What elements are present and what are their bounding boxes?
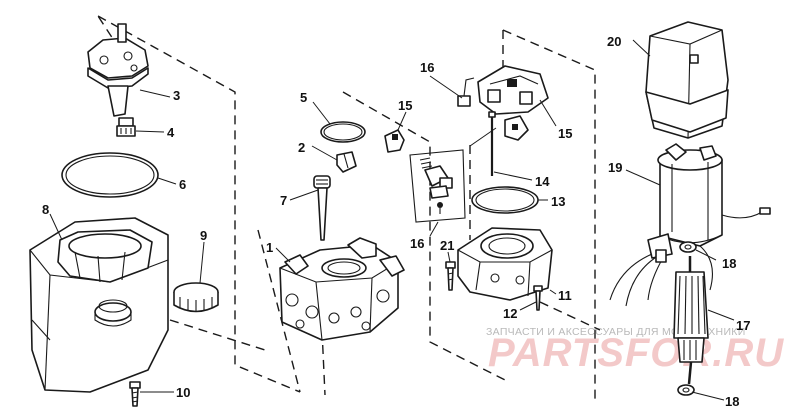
callout-15-bracket: 15 [398,98,412,113]
reservoir-part [29,217,169,393]
callout-numbers: 1 2 3 4 5 6 7 8 9 10 11 12 13 14 15 15 1… [42,34,750,409]
end-housing-part [457,227,553,301]
callout-8: 8 [42,202,49,217]
callout-11: 11 [558,288,572,303]
field-housing-part [609,143,771,307]
callout-21: 21 [440,238,454,253]
motor-cover-part [645,21,729,139]
callout-10: 10 [176,385,190,400]
callout-6: 6 [179,177,186,192]
screw-part [129,381,141,407]
callout-2: 2 [298,140,305,155]
reservoir-cap-part [173,282,219,313]
callout-13: 13 [551,194,565,209]
assembly-guide-lines [97,15,601,400]
armature-part [673,256,709,385]
brush-spring-box [409,149,466,223]
brush-holder-part [457,65,549,141]
plug-part [116,117,136,137]
callout-5: 5 [300,90,307,105]
leader-lines [49,39,735,401]
pump-body-part [279,237,405,341]
callout-16-spring-kit: 16 [410,236,424,251]
callout-17: 17 [736,318,750,333]
callout-4: 4 [167,125,175,140]
callout-18-top: 18 [722,256,736,271]
watermark-brand: PARTSFOR.RU [488,331,784,375]
callout-7: 7 [280,193,287,208]
pickup-tube-part [313,175,331,241]
through-bolt-part [488,111,496,176]
callout-19: 19 [608,160,622,175]
small-o-ring-part [320,121,366,143]
pump-cover-part [87,23,149,117]
callout-16-brush-holder: 16 [420,60,434,75]
callout-12: 12 [503,306,517,321]
valve-part [336,151,357,173]
washer-bottom-part [677,384,695,396]
callout-18-bottom: 18 [725,394,739,409]
callout-20: 20 [607,34,621,49]
small-bracket-part [384,129,405,153]
callout-14: 14 [535,174,550,189]
callout-9: 9 [200,228,207,243]
callout-15-brush-plate: 15 [558,126,572,141]
housing-screw-part [445,261,456,291]
end-screw-part [533,285,543,311]
callout-3: 3 [173,88,180,103]
motor-o-ring-part [471,186,539,214]
washer-top-part [679,241,697,253]
callout-1: 1 [266,240,273,255]
large-o-ring-part [61,152,159,198]
